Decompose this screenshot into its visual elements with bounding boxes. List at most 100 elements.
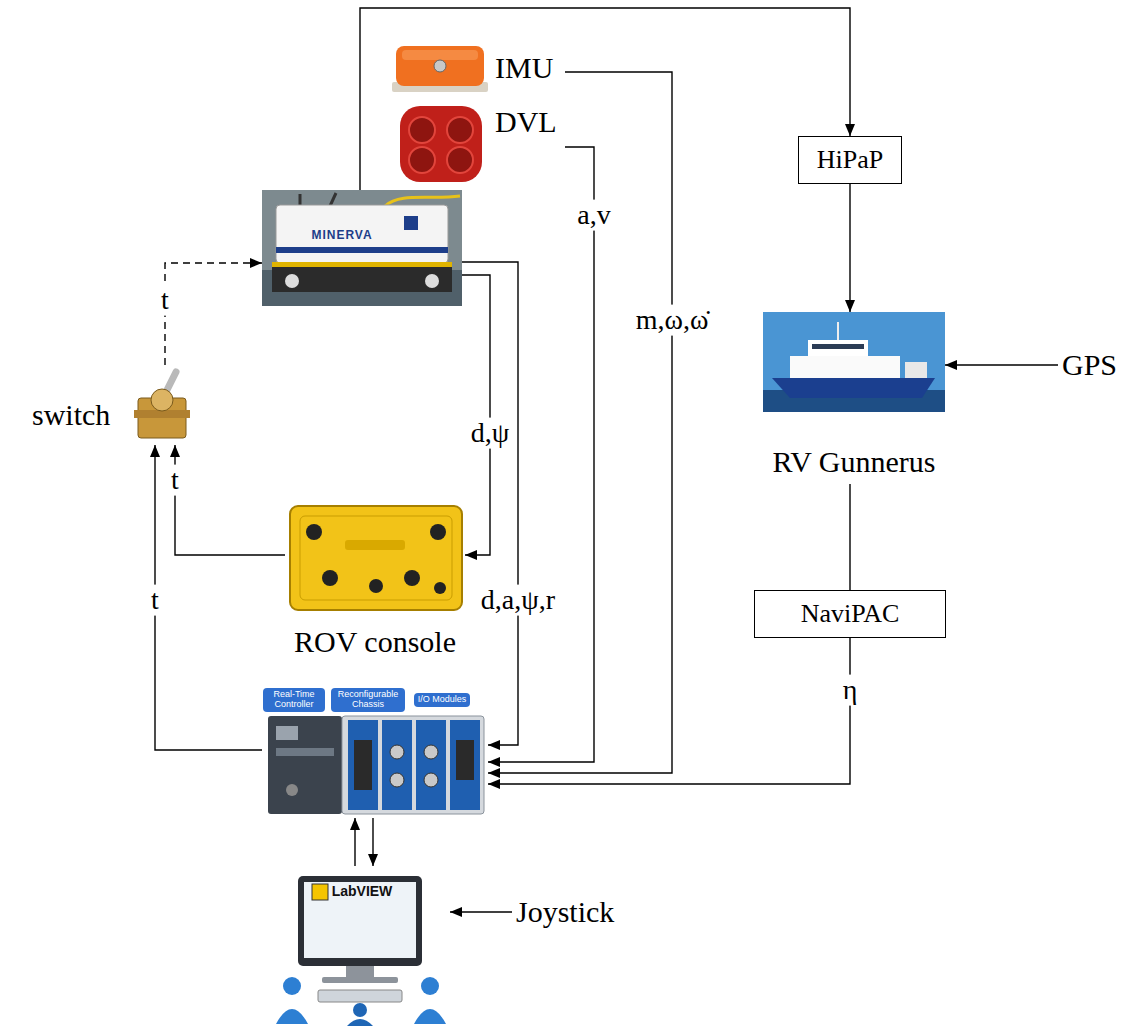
switch-node: switch	[30, 365, 205, 445]
pc-foot	[322, 977, 398, 983]
navipac-box: NaviPAC	[754, 590, 947, 638]
crio-led	[286, 784, 298, 796]
signal-label: t	[168, 465, 182, 496]
rov-vehicle: MINERVA	[262, 190, 462, 306]
signal-connector	[488, 72, 672, 773]
crio-port	[276, 748, 334, 756]
console-knob	[369, 579, 383, 593]
labview-picture	[276, 876, 446, 1026]
crio-port	[276, 726, 298, 740]
rov-light	[285, 274, 299, 288]
rov-frame	[272, 262, 452, 292]
signal-connector	[945, 364, 1058, 365]
signal-connector	[372, 818, 373, 866]
pc-monitor	[298, 876, 422, 966]
signal-connector	[849, 484, 850, 590]
crio-terminal	[354, 740, 372, 790]
crio-io-module	[450, 720, 480, 810]
console-knob	[322, 570, 338, 586]
ship-label: RV Gunnerus	[773, 445, 936, 480]
rov-frame-bar	[272, 262, 452, 267]
signal-connector	[462, 262, 518, 745]
signal-label: d,a,ψ,r	[478, 585, 558, 616]
console-knob	[430, 524, 446, 540]
user-figure	[283, 977, 301, 995]
imu-body	[396, 46, 484, 86]
crio-terminal	[456, 740, 474, 780]
imu-highlight	[402, 50, 478, 60]
source-label: Joystick	[512, 893, 618, 932]
module-tab: Reconfigurable Chassis	[331, 688, 405, 712]
imu-sensor: IMU	[385, 38, 565, 102]
console-picture	[290, 506, 462, 610]
module-tab: Real-Time Controller	[263, 688, 325, 712]
ship-windows	[812, 344, 864, 349]
rov-light	[425, 274, 439, 288]
crio-chassis	[342, 716, 484, 814]
ship-mast	[837, 322, 839, 340]
process-label: NaviPAC	[755, 591, 946, 637]
rov-body	[276, 205, 448, 263]
console-knob	[404, 570, 420, 586]
process-label: HiPaP	[799, 137, 901, 183]
pc-stand	[346, 966, 374, 978]
signal-label: d,ψ	[468, 418, 513, 449]
rov-photo-sky	[262, 190, 462, 306]
signal-label: a,v	[574, 200, 613, 231]
dvl-transducer	[447, 147, 473, 173]
signal-label: t	[148, 585, 162, 616]
hipap-box: HiPaP	[798, 136, 902, 184]
crio-controller-module	[268, 716, 342, 814]
console-case	[290, 506, 462, 610]
signal-connector	[155, 445, 262, 750]
joystick-input: Joystick	[512, 893, 618, 932]
console-knob	[434, 582, 446, 594]
signal-connector	[450, 911, 512, 912]
software-label: LabVIEW	[332, 883, 393, 899]
sensor-label: DVL	[495, 105, 557, 140]
console-display	[345, 540, 405, 550]
vehicle-name: MINERVA	[311, 228, 372, 242]
sensor-label: IMU	[495, 51, 553, 86]
console-label: ROV console	[294, 625, 456, 660]
user-figure	[353, 1003, 367, 1017]
signal-label: η	[840, 675, 861, 706]
user-figure	[347, 1019, 373, 1026]
crio-io-module	[348, 720, 378, 810]
ship-node: RV Gunnerus	[763, 312, 945, 484]
rov-console: ROV console	[285, 500, 465, 663]
rov-logo	[404, 216, 418, 230]
console-knob	[306, 524, 322, 540]
signal-connector	[165, 263, 262, 365]
labview-icon	[312, 884, 328, 900]
crio-bnc	[390, 773, 404, 787]
gps-source: GPS	[1058, 346, 1121, 385]
signal-label: m,ω,ω̇	[633, 305, 712, 336]
source-label: GPS	[1058, 346, 1121, 385]
ship-crane	[905, 362, 927, 378]
dvl-sensor: DVL	[385, 102, 565, 188]
labview-pc: LabVIEW	[270, 866, 450, 1026]
ship-hull	[772, 378, 935, 398]
user-figure	[421, 977, 439, 995]
ship-superstructure	[790, 356, 900, 378]
switch-label: switch	[32, 398, 110, 433]
switch-picture	[134, 372, 190, 438]
module-tab: I/O Modules	[414, 693, 470, 707]
rov-picture	[262, 190, 462, 306]
crio-controller: Real-Time ControllerReconfigurable Chass…	[262, 684, 488, 818]
signal-label: t	[158, 285, 172, 316]
dvl-picture	[400, 106, 482, 182]
console-panel	[300, 516, 452, 600]
pc-keyboard	[318, 990, 402, 1002]
dvl-body	[400, 106, 482, 182]
signal-connector	[354, 818, 355, 866]
signal-connector	[488, 147, 594, 762]
imu-connector	[434, 60, 446, 72]
dvl-transducer	[409, 147, 435, 173]
crio-bnc	[390, 745, 404, 759]
crio-bnc	[424, 773, 438, 787]
imu-picture	[392, 46, 488, 92]
